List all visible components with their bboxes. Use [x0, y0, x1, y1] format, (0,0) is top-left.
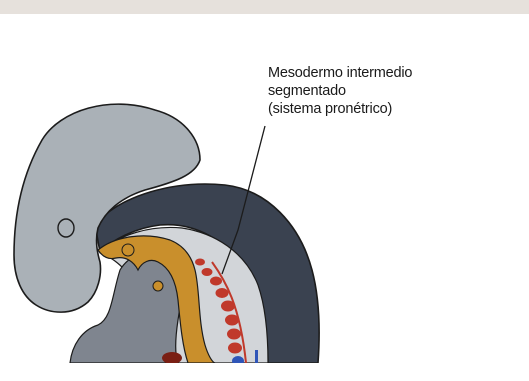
- callout-line-2: segmentado: [268, 82, 508, 100]
- mesoderm-segment: [202, 268, 213, 276]
- mesoderm-segment: [195, 259, 205, 266]
- blue-segment: [232, 356, 244, 366]
- blue-bar: [255, 350, 258, 363]
- callout-line-3: (sistema pronétrico): [268, 100, 508, 118]
- mesoderm-segment: [227, 329, 241, 340]
- callout-label: Mesodermo intermedio segmentado (sistema…: [268, 64, 508, 118]
- gut-bud-2: [153, 281, 163, 291]
- mesoderm-segment: [228, 343, 242, 354]
- mesoderm-segment: [216, 288, 229, 298]
- gut-bud-1: [122, 244, 134, 256]
- dark-red-structure: [162, 352, 182, 364]
- mesoderm-segment: [210, 277, 222, 286]
- embryo-eye: [58, 219, 74, 237]
- callout-line-1: Mesodermo intermedio: [268, 64, 508, 82]
